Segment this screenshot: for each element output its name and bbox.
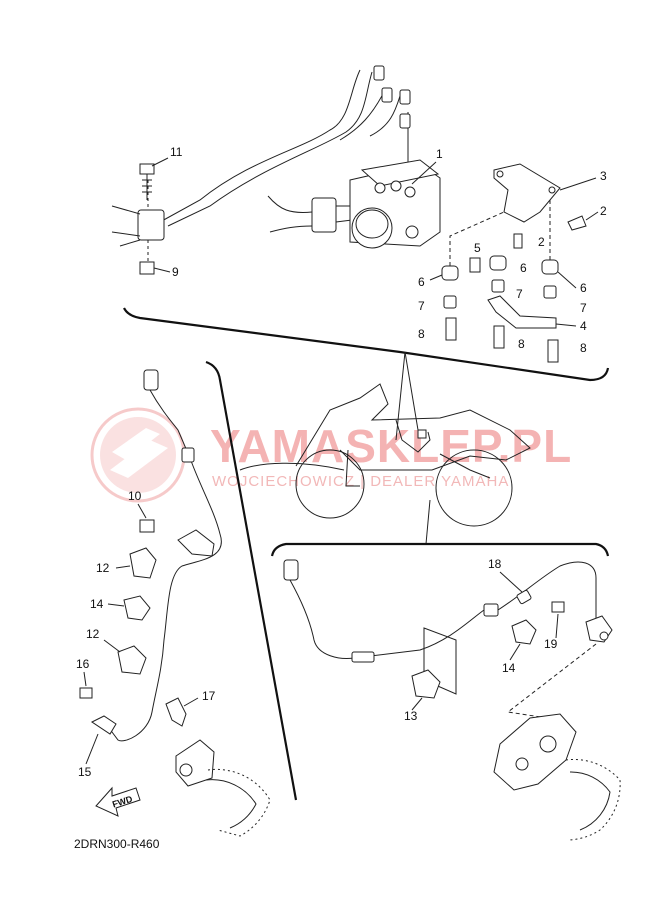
callout-14-left: 14 [90,597,104,611]
callout-2-center: 2 [538,235,545,249]
callout-2-right: 2 [600,204,607,218]
motorcycle-outline [239,351,531,545]
callout-16: 16 [76,657,90,671]
callout-4: 4 [580,319,587,333]
callout-19: 19 [544,637,558,651]
callout-13: 13 [404,709,418,723]
front-sensor-panel: 10 12 14 12 16 17 15 [76,360,298,837]
watermark-logo [90,407,186,503]
callout-9: 9 [172,265,179,279]
callout-6-center: 6 [520,261,527,275]
callout-1: 1 [436,147,443,161]
callout-11: 11 [170,145,183,159]
callout-17: 17 [202,689,216,703]
callout-12-bottom: 12 [86,627,100,641]
callout-8-center: 8 [518,337,525,351]
watermark-subtext: WOJCIECHOWICZ | DEALER YAMAHA [212,473,509,490]
callout-10: 10 [128,489,142,503]
rear-sensor-panel: 18 14 13 19 [270,542,621,841]
callout-8-right: 8 [580,341,587,355]
callout-18: 18 [488,557,502,571]
callout-8-left: 8 [418,327,425,341]
abs-unit-panel: 11 9 1 3 2 2 6 6 [111,65,610,382]
callout-14-right: 14 [502,661,516,675]
callout-6-right: 6 [580,281,587,295]
callout-5: 5 [474,241,481,255]
callout-3: 3 [600,169,607,183]
callout-15: 15 [78,765,92,779]
callout-7-center: 7 [516,287,523,301]
callout-12-top: 12 [96,561,110,575]
fwd-arrow-icon: FWD [95,786,141,817]
callout-7-right: 7 [580,301,587,315]
diagram-code: 2DRN300-R460 [74,837,160,851]
callout-7-left: 7 [418,299,425,313]
callout-6-left: 6 [418,275,425,289]
